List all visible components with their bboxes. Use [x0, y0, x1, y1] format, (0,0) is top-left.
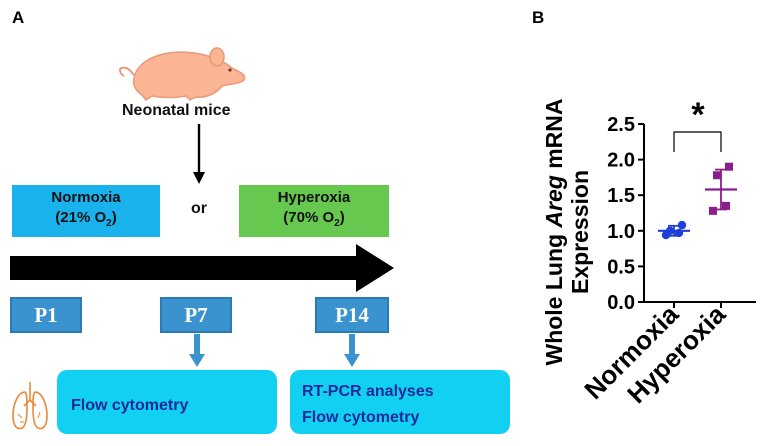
- panel-a-letter: A: [12, 8, 25, 27]
- y-tick-label: 2.0: [607, 150, 635, 172]
- normoxia-label: Normoxia: [51, 189, 121, 206]
- timepoint-p1: P1: [10, 297, 82, 333]
- y-tick-label: 0.0: [607, 292, 635, 314]
- down-arrow-icon: [193, 124, 205, 184]
- normoxia-point: [665, 226, 675, 235]
- result-line: Flow cytometry: [71, 397, 189, 414]
- y-tick-label: 0.5: [607, 256, 635, 278]
- normoxia-point: [677, 220, 687, 230]
- panel-b-letter: B: [532, 8, 545, 27]
- significance-star: *: [691, 96, 705, 134]
- result-box-p14: RT-PCR analyses Flow cytometry: [290, 370, 510, 434]
- expression-chart: Whole Lung Areg mRNA Expression 0.0 0.5 1.…: [541, 96, 756, 409]
- hyperoxia-point: [713, 171, 721, 180]
- y-tick-label: 1.0: [607, 221, 635, 243]
- hyperoxia-point: [722, 201, 730, 210]
- p14-down-arrow-icon: [344, 334, 360, 367]
- timepoint-p14: P14: [315, 297, 389, 333]
- mouse-icon: [119, 47, 246, 102]
- timepoint-p7: P7: [160, 297, 232, 333]
- hyperoxia-point: [725, 162, 733, 171]
- hyperoxia-point: [709, 206, 717, 215]
- y-tick-label: 1.5: [607, 185, 635, 207]
- mouse-label: Neonatal mice: [122, 102, 231, 119]
- hyperoxia-label: Hyperoxia: [277, 189, 351, 206]
- normoxia-box: Normoxia (21% O2): [12, 185, 160, 237]
- result-line-1: RT-PCR analyses: [302, 383, 434, 400]
- marks-layer: [658, 162, 737, 240]
- hyperoxia-o2-label: (70% O2): [283, 209, 345, 229]
- y-axis-title-line2: Expression: [567, 170, 593, 294]
- lungs-icon: [12, 382, 48, 430]
- normoxia-o2-label: (21% O2): [55, 209, 117, 229]
- or-label: or: [191, 200, 207, 217]
- result-box-p7: Flow cytometry: [57, 370, 277, 434]
- hyperoxia-box: Hyperoxia (70% O2): [239, 185, 389, 237]
- y-axis-title-line1: Whole Lung Areg mRNA: [541, 98, 567, 365]
- result-line-2: Flow cytometry: [302, 409, 420, 426]
- significance-bracket: [673, 131, 722, 152]
- timeline-arrow-icon: [10, 244, 394, 292]
- p7-down-arrow-icon: [189, 334, 205, 367]
- y-tick-label: 2.5: [607, 114, 635, 136]
- normoxia-point: [674, 228, 684, 238]
